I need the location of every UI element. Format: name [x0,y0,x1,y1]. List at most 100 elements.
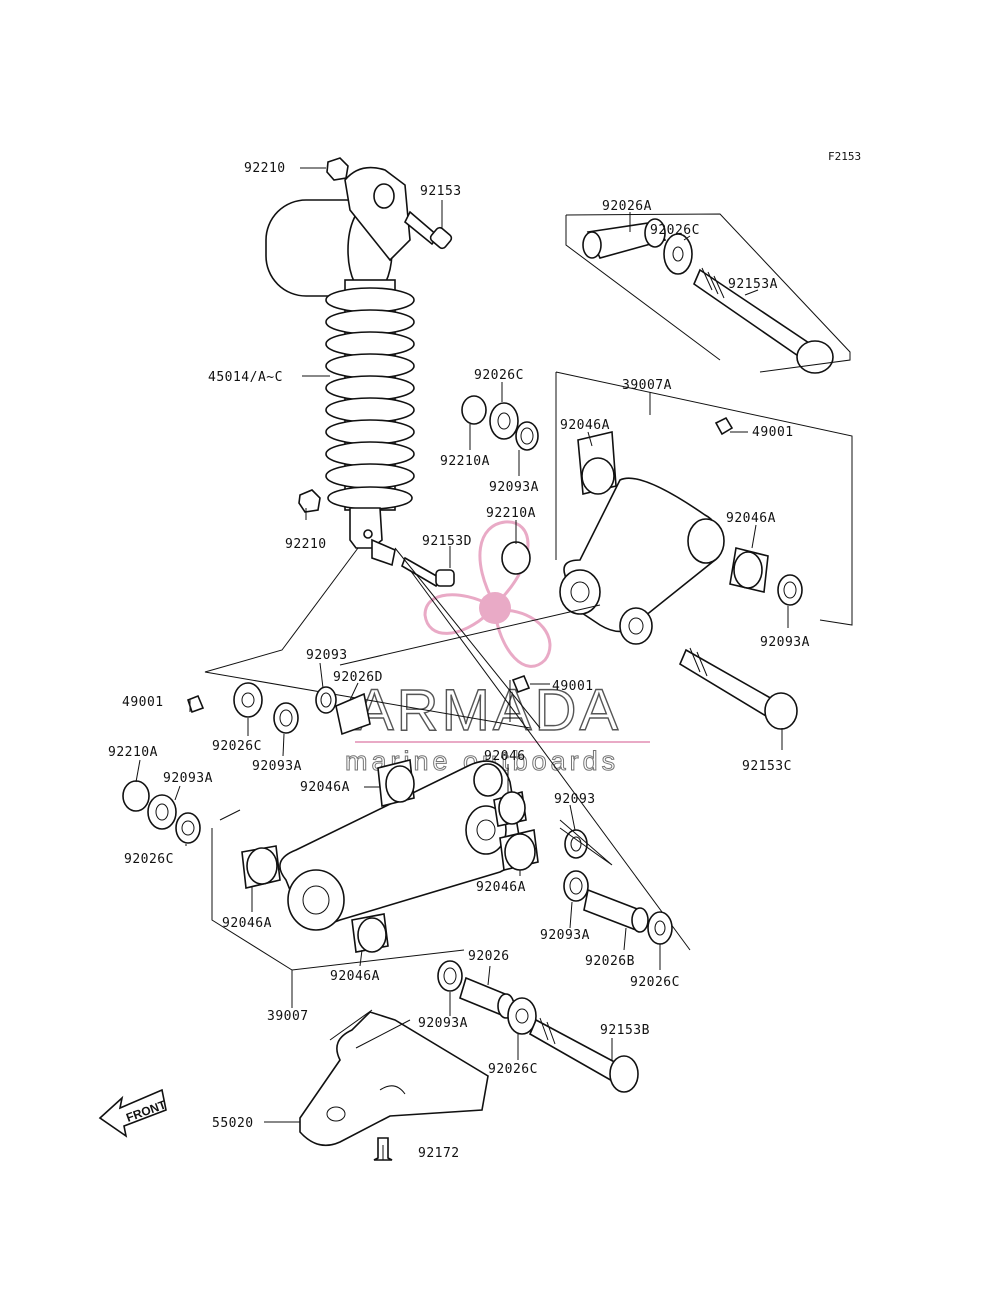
label-92026D: 92026D [333,670,383,685]
label-92093A-left2: 92093A [163,771,213,786]
washer-92093A-left2 [147,794,177,830]
bolt-92153D [401,556,455,588]
clevis-hole [363,529,373,539]
label-49001-right: 49001 [752,425,794,440]
label-92046A-center2: 92046A [476,880,526,895]
label-92046A-bottom: 92046A [330,969,380,984]
grease-nipple-49001-center [511,674,531,694]
label-92026: 92026 [468,949,510,964]
nut-92210A-mid [461,395,487,425]
label-49001-center: 49001 [552,679,594,694]
watermark-brand: ARMADA [355,678,621,743]
front-arrow-icon: FRONT [98,1088,168,1138]
label-49001-left: 49001 [122,695,164,710]
label-45014: 45014/A~C [208,370,283,385]
collar-92026D [335,692,371,736]
guard-55020 [299,1009,489,1147]
nut-92210A-right [501,541,531,575]
bracket-92026A [565,213,851,373]
nut-92210A-left [122,780,150,812]
label-92093A-right: 92093A [760,635,810,650]
label-92046A-r2: 92046A [726,511,776,526]
washer-92026C-mid [489,402,519,440]
label-92210-top: 92210 [244,161,286,176]
washer-92026C-left [233,682,263,718]
label-92093A-center: 92093A [540,928,590,943]
link-arm-39007A [559,477,725,645]
bolt-92153C [678,647,798,730]
label-92210A-right: 92210A [486,506,536,521]
washer-92093-a [315,686,337,714]
clevis-ear [371,538,396,567]
label-92093-b: 92093 [554,792,596,807]
washer-92093A-center [563,870,589,902]
nut-92210-top [326,157,349,181]
label-92026C-center: 92026C [630,975,680,990]
shock-spring [325,287,415,510]
label-92026C-left2: 92026C [124,852,174,867]
bolt-92153 [403,210,453,250]
label-92026B: 92026B [585,954,635,969]
leader-lines [135,167,789,1160]
label-92046A-r1: 92046A [560,418,610,433]
washer-92093A-bottom [437,960,463,992]
collar-92026 [459,976,515,1019]
bolt-92153B [528,1017,639,1093]
label-92093A-bottom: 92093A [418,1016,468,1031]
label-92026C-left: 92026C [212,739,262,754]
label-92046: 92046 [484,749,526,764]
label-92153B: 92153B [600,1023,650,1038]
bracket-39007A [555,371,853,626]
top-mount-hole [373,183,395,209]
grease-nipple-49001-right [714,416,734,436]
bearing-92046A-c [377,759,415,807]
label-55020: 55020 [212,1116,254,1131]
grease-nipple-49001-left [187,694,205,714]
label-92093A-mid: 92093A [489,480,539,495]
label-92210A-left: 92210A [108,745,158,760]
washer-92026C-left2 [175,812,201,844]
label-39007A: 39007A [622,378,672,393]
bearing-92046 [493,790,527,827]
label-92093A-left: 92093A [252,759,302,774]
washer-92093A-left [273,702,299,734]
label-92153: 92153 [420,184,462,199]
assembly-guide-lines [204,547,691,951]
label-92172: 92172 [418,1146,460,1161]
label-92210A-mid: 92210A [440,454,490,469]
link-arm-39007 [279,760,521,931]
bearing-92046A-left [241,845,281,889]
propeller-hub [479,592,511,624]
bearing-92046A-r2 [729,547,769,593]
washer-92093-b [564,829,588,859]
label-92026C-mid: 92026C [474,368,524,383]
shock-absorber [265,166,415,567]
label-92210-bottom: 92210 [285,537,327,552]
bearing-92046A-c2 [499,829,539,871]
part-labels: 92210 92153 45014/A~C 92210 92026A 92026… [108,161,810,1161]
nut-92210-lower [298,489,321,513]
label-39007: 39007 [267,1009,309,1024]
bearing-92046A-r1 [577,431,617,495]
washer-92026C-center [647,911,673,945]
bracket-39007 [211,809,613,971]
label-92046A-center: 92046A [300,780,350,795]
bearing-92046A-bottom [351,913,389,953]
collar-92026B [583,888,649,933]
washer-92093A-right [777,574,803,606]
washer-92026C-bottom [507,997,537,1035]
bolt-92153A [693,267,834,374]
label-92093-a: 92093 [306,648,348,663]
figure-code: F2153 [828,150,861,163]
collar-92026A [582,218,667,259]
label-92153D: 92153D [422,534,472,549]
label-92153A: 92153A [728,277,778,292]
label-92026C-top: 92026C [650,223,700,238]
label-92046A-left: 92046A [222,916,272,931]
label-92153C: 92153C [742,759,792,774]
label-92026A: 92026A [602,199,652,214]
washer-92093A-mid [515,421,539,451]
label-92026C-bottom: 92026C [488,1062,538,1077]
washer-92026C-top [663,233,693,275]
